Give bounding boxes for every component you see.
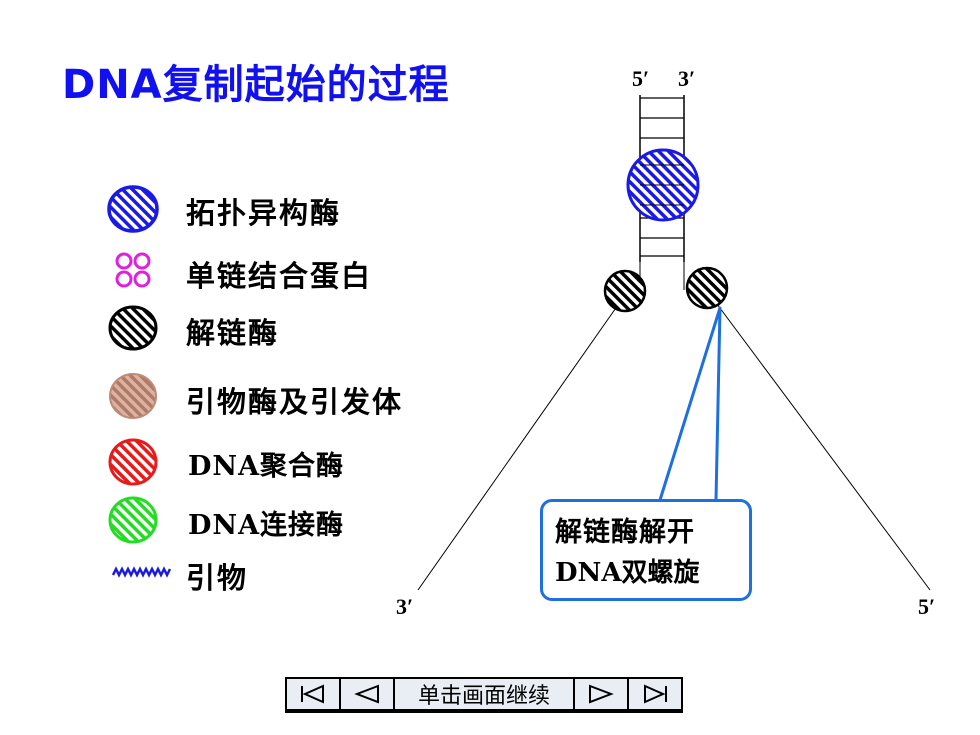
helicase-icon — [108, 305, 158, 351]
strand-label-top-right: 3′ — [678, 66, 695, 91]
previous-icon — [354, 684, 379, 704]
slide-navigation: 单击画面继续 — [285, 677, 683, 713]
legend-label-helicase: 解链酶 — [186, 316, 280, 350]
primase-icon — [109, 373, 157, 419]
first-slide-icon — [301, 684, 324, 704]
helicase-right — [685, 266, 729, 310]
legend-label-dna-ligase: DNA连接酶 — [188, 510, 345, 541]
callout-pointer — [658, 306, 722, 501]
legend-label-ssb: 单链结合蛋白 — [186, 259, 373, 293]
last-slide-button[interactable] — [629, 679, 681, 709]
legend-label-dna-polymerase: DNA聚合酶 — [188, 451, 345, 482]
page-title: DNA复制起始的过程 — [62, 62, 450, 108]
next-icon — [589, 684, 614, 704]
dna-polymerase-icon — [108, 438, 158, 486]
continue-button[interactable]: 单击画面继续 — [395, 679, 573, 709]
helicase-left — [603, 269, 647, 313]
topoisomerase-icon — [107, 185, 159, 233]
legend-label-primase: 引物酶及引发体 — [186, 385, 404, 419]
replication-fork-strands — [417, 262, 931, 591]
last-slide-icon — [644, 684, 667, 704]
previous-slide-button[interactable] — [341, 679, 393, 709]
next-slide-button[interactable] — [575, 679, 627, 709]
first-slide-button[interactable] — [287, 679, 339, 709]
callout-line-2: DNA双螺旋 — [555, 558, 700, 588]
callout-line-1: 解链酶解开 — [555, 517, 695, 548]
legend-label-primer: 引物 — [186, 561, 249, 595]
strand-label-bottom-left: 3′ — [396, 594, 413, 619]
primer-icon — [111, 566, 172, 578]
helicase-callout: 解链酶解开 DNA双螺旋 — [540, 499, 752, 601]
dna-ligase-icon — [108, 496, 158, 544]
strand-label-top-left: 5′ — [632, 66, 649, 91]
legend-icons — [107, 185, 172, 578]
ssb-icon — [115, 252, 151, 288]
legend-label-topoisomerase: 拓扑异构酶 — [186, 196, 342, 230]
strand-label-bottom-right: 5′ — [918, 594, 935, 619]
topoisomerase-on-helix — [626, 148, 700, 222]
